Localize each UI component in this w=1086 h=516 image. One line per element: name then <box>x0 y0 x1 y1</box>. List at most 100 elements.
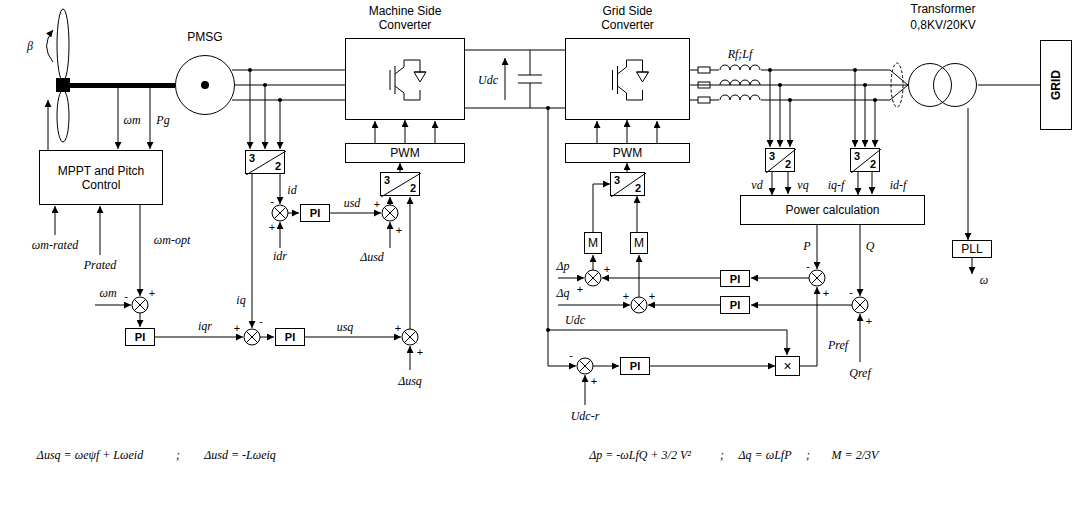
sum-sign: - <box>124 290 128 302</box>
grid-box: GRID <box>1040 40 1072 130</box>
signal-label: Pg <box>156 114 169 127</box>
signal-label: Pref <box>828 339 848 352</box>
signal-label: ωm-rated <box>32 239 78 252</box>
sum-sign: + <box>604 263 610 275</box>
signal-label: ω <box>980 274 988 287</box>
connector <box>858 172 859 195</box>
signal-label: iq <box>236 294 245 307</box>
node-text: × <box>783 359 791 373</box>
signal-label: Δusq <box>398 375 422 388</box>
equation: Δusd = -Lωeiq <box>204 449 276 462</box>
node-text: PI <box>730 298 740 312</box>
pll-box: PLL <box>952 240 992 258</box>
gain-box: M <box>630 232 648 254</box>
signal-label: id <box>287 184 296 197</box>
node-text: PI <box>630 359 640 373</box>
sum-sign: + <box>866 315 872 327</box>
sum-sign: + <box>234 322 240 334</box>
node-text: 2 <box>635 181 641 195</box>
generator-symbol: PMSG <box>175 30 235 116</box>
node-text: Machine Side Converter <box>360 4 450 32</box>
equation: ; <box>176 449 180 462</box>
connector <box>405 120 406 143</box>
equation: ; <box>720 449 724 462</box>
signal-label: Q <box>866 240 875 253</box>
signal-label: P <box>803 240 810 253</box>
sum-sign: + <box>649 290 655 302</box>
sum-sign: - <box>569 349 573 361</box>
signal-label: Qref <box>849 367 871 380</box>
sum-sign: + <box>149 287 155 299</box>
sum-sign: + <box>623 290 629 302</box>
sum-sign: - <box>270 195 274 207</box>
pwm-box: PWM <box>565 143 690 163</box>
switch-symbol <box>346 39 466 121</box>
node-text: 3 <box>614 173 620 187</box>
connector <box>400 163 401 172</box>
signal-label: Udc <box>478 74 498 87</box>
signal-label: Δusd <box>360 251 384 264</box>
signal-label: usq <box>337 321 354 334</box>
multiplier-box: × <box>775 356 800 376</box>
node-text: MPPT and Pitch Control <box>40 164 162 192</box>
node-text: M <box>588 236 598 250</box>
sum-sign: + <box>269 221 275 233</box>
signal-label: Δq <box>556 287 569 300</box>
signal-label: Rf;Lf <box>728 48 753 61</box>
transform-block: 32 <box>765 148 795 172</box>
node-text: PI <box>135 330 145 344</box>
sum-sign: + <box>591 375 597 387</box>
signal-label: β <box>27 40 33 53</box>
sum-sign: - <box>806 260 810 272</box>
converter-body <box>345 38 465 120</box>
sum-sign: + <box>395 322 401 334</box>
signal-label: ωm <box>99 287 116 300</box>
connector <box>690 85 908 86</box>
node-text: PI <box>285 330 295 344</box>
node-text: 2 <box>410 181 416 195</box>
signal-label: Udc <box>565 314 585 327</box>
connector <box>593 184 610 232</box>
sum-sign: + <box>417 346 423 358</box>
converter-box: Grid Side Converter <box>565 4 690 120</box>
transform-block: 32 <box>380 172 420 196</box>
signal-label: idr <box>273 250 287 263</box>
node-text: PI <box>310 206 320 220</box>
pi-controller: PI <box>125 328 155 346</box>
node-text: PWM <box>613 146 642 160</box>
connector <box>627 163 628 172</box>
equation: M = 2/3V <box>832 449 879 462</box>
node-text: GRID <box>1049 70 1063 100</box>
node-text: 3 <box>854 149 860 163</box>
node-text: 0,8KV/20KV <box>910 18 975 32</box>
signal-label: usd <box>344 197 361 210</box>
sum-sign: + <box>396 224 402 236</box>
pwm-box: PWM <box>345 143 465 163</box>
node-text: 2 <box>870 157 876 171</box>
connector <box>235 85 345 86</box>
transformer-coils <box>908 2 978 108</box>
pi-controller: PI <box>300 204 330 222</box>
pi-controller: PI <box>720 296 750 314</box>
signal-label: Prated <box>84 259 117 272</box>
equation: Δq = ωLfP <box>739 449 792 462</box>
sum-sign: - <box>259 315 263 327</box>
connector <box>465 50 565 51</box>
pi-controller: PI <box>720 270 750 287</box>
signal-label: Udc-r <box>571 410 600 423</box>
equation: Δusq = ωeψf + Lωeid <box>37 449 143 462</box>
node-text: Grid Side Converter <box>583 4 673 32</box>
node-text: Power calculation <box>785 203 879 217</box>
node-text: PI <box>730 272 740 286</box>
signal-label: ωm-opt <box>154 234 190 247</box>
signal-label: ωm <box>123 114 140 127</box>
connector <box>772 172 773 195</box>
transform-block: 32 <box>245 150 285 174</box>
signal-label: vd <box>751 179 762 192</box>
switch-symbol <box>566 39 691 121</box>
node-text: PWM <box>390 146 419 160</box>
signal-label: Δp <box>556 260 569 273</box>
node-text: M <box>634 236 644 250</box>
pi-controller: PI <box>275 328 305 346</box>
